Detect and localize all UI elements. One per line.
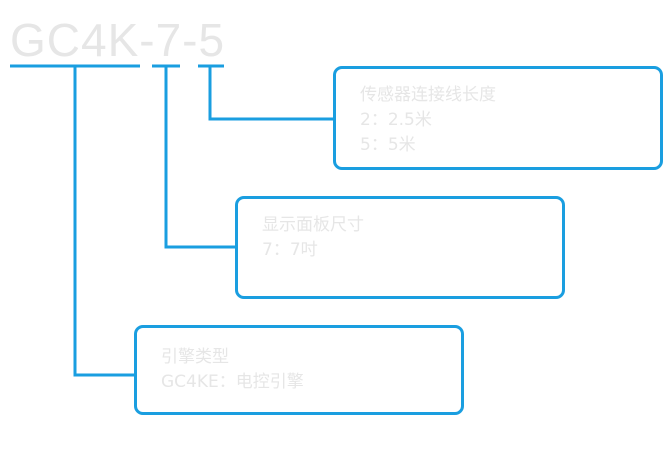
cable-length-box: 传感器连接线长度 2：2.5米 5：5米 xyxy=(333,66,663,170)
cable-length-title: 传感器连接线长度 xyxy=(360,85,496,105)
leader-cable-length xyxy=(208,66,334,121)
model-code-title: GC4K-7-5 xyxy=(10,14,226,66)
panel-size-box: 显示面板尺寸 7：7吋 xyxy=(235,196,565,299)
panel-size-option: 7：7吋 xyxy=(262,240,318,260)
engine-type-option: GC4KE：电控引擎 xyxy=(161,372,304,392)
engine-type-title: 引擎类型 xyxy=(161,347,229,367)
engine-type-box: 引擎类型 GC4KE：电控引擎 xyxy=(134,325,464,415)
leader-panel-size xyxy=(164,66,236,249)
leader-engine-type xyxy=(73,66,135,377)
cable-length-option: 5：5米 xyxy=(360,135,416,155)
panel-size-title: 显示面板尺寸 xyxy=(262,215,364,235)
cable-length-option: 2：2.5米 xyxy=(360,110,432,130)
